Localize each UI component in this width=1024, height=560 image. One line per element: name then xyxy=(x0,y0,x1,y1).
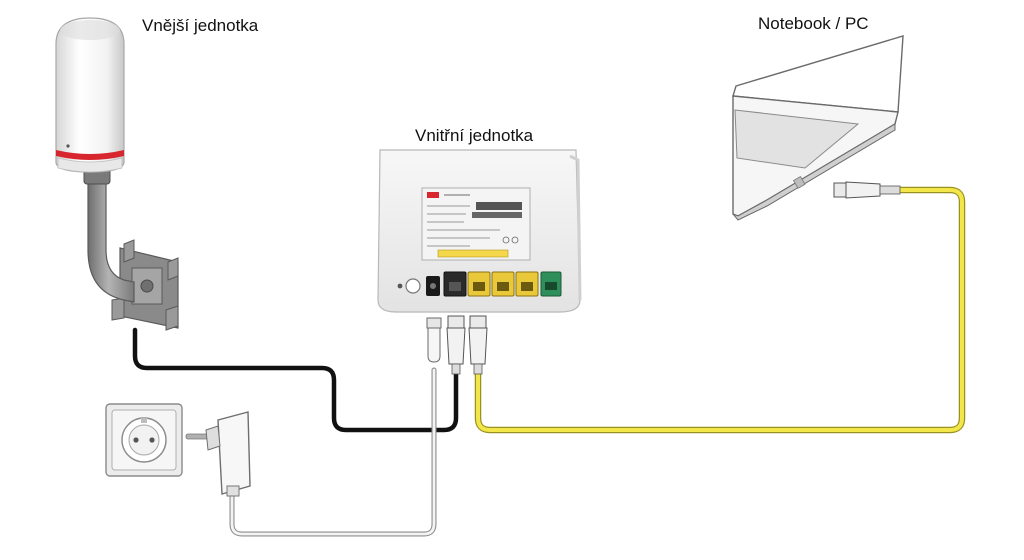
yellow-ethernet-plug-router xyxy=(468,315,488,375)
label-indoor-unit: Vnitřní jednotka xyxy=(415,126,534,145)
black-ethernet-cable xyxy=(132,327,459,433)
power-plug xyxy=(426,317,442,363)
mount-pole xyxy=(87,177,135,303)
power-adapter xyxy=(185,411,251,497)
label-notebook-pc: Notebook / PC xyxy=(758,14,869,33)
product-label xyxy=(421,187,531,261)
reset-button xyxy=(397,283,403,289)
outdoor-unit-body xyxy=(55,17,125,173)
port-panel xyxy=(397,271,562,297)
outdoor-unit-accent-ring xyxy=(56,150,124,160)
power-button xyxy=(405,278,421,294)
label-outdoor-unit: Vnější jednotka xyxy=(142,16,259,35)
outdoor-unit xyxy=(55,17,179,331)
wall-bracket xyxy=(111,239,179,331)
notebook-base xyxy=(732,95,899,221)
wall-socket xyxy=(105,403,183,477)
yellow-ethernet-plug-pc xyxy=(833,181,901,199)
black-ethernet-plug xyxy=(446,315,466,375)
indoor-unit xyxy=(377,149,582,313)
notebook-pc xyxy=(732,35,904,221)
